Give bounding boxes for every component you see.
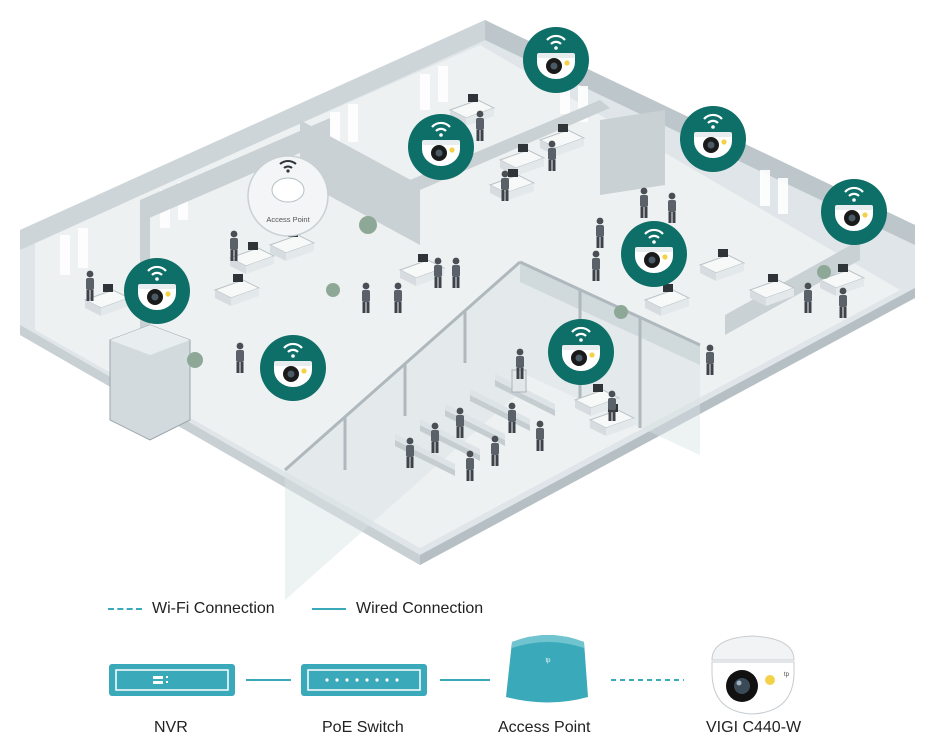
svg-text:tp: tp xyxy=(784,672,790,678)
legend-wired: Wired Connection xyxy=(312,600,483,618)
camera-icon xyxy=(406,112,476,182)
nvr-device xyxy=(109,664,235,696)
camera-model-label: VIGI C440-W xyxy=(706,719,802,736)
legend-wired-label: Wired Connection xyxy=(356,600,484,617)
camera-icon xyxy=(546,317,616,387)
access-point-label: Access Point xyxy=(498,719,591,736)
scene-access-point: Access Point xyxy=(247,155,329,237)
access-point-device: tp xyxy=(506,635,588,703)
camera-icon xyxy=(258,333,328,403)
solid-line-icon xyxy=(312,608,346,610)
camera-icon xyxy=(678,104,748,174)
camera-icon xyxy=(819,177,889,247)
scene-ap-label: Access Point xyxy=(266,215,310,224)
svg-text:tp: tp xyxy=(545,658,551,664)
topology: tp tp xyxy=(109,635,795,715)
furniture xyxy=(84,93,865,476)
legend-wifi-label: Wi-Fi Connection xyxy=(152,600,275,617)
camera-icon xyxy=(521,25,591,95)
dashed-line-icon xyxy=(108,608,142,610)
poe-switch-device xyxy=(301,664,427,696)
camera-icon xyxy=(619,219,689,289)
legend-wifi: Wi-Fi Connection xyxy=(108,600,275,618)
poe-switch-label: PoE Switch xyxy=(322,719,404,736)
vigi-camera-device: tp xyxy=(711,635,795,715)
nvr-label: NVR xyxy=(154,719,188,736)
camera-icon xyxy=(122,256,192,326)
